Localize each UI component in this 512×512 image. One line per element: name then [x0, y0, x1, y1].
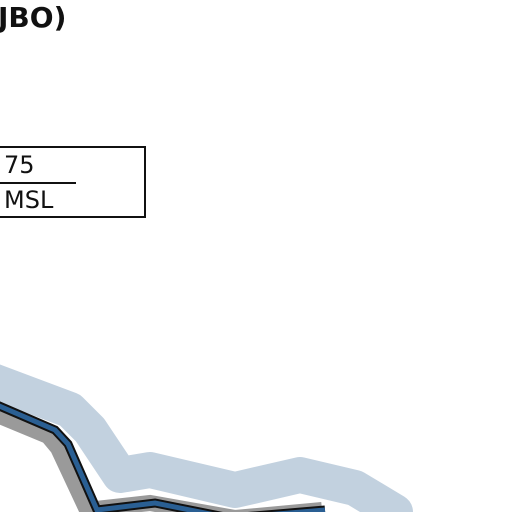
altitude-bottom-label: MSL	[4, 186, 54, 214]
chart-title-fragment: JBO)	[0, 1, 67, 34]
route-shadow	[0, 407, 323, 512]
route-path	[0, 403, 326, 512]
altitude-top-value: 75	[4, 151, 35, 179]
altitude-divider	[0, 182, 76, 184]
altitude-box: 75 MSL	[0, 146, 146, 218]
route-buffer	[0, 364, 413, 512]
